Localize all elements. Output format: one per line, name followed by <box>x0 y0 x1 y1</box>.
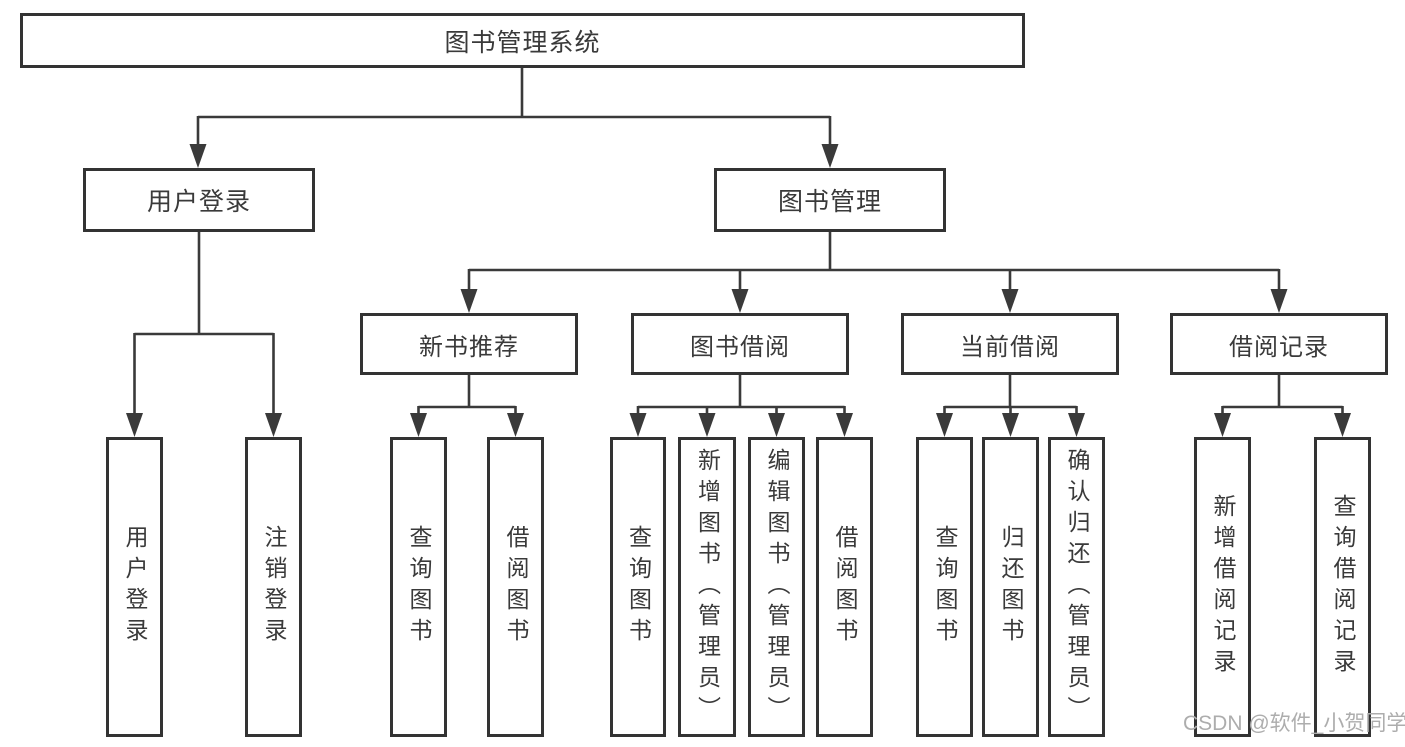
leaf-logout: 注销登录 <box>245 437 302 737</box>
leaf-add-book-admin-label: 新增图书（管理员） <box>694 447 721 727</box>
leaf-query-books-recommend-label: 查询图书 <box>406 525 432 649</box>
leaf-logout-label: 注销登录 <box>261 525 287 649</box>
leaf-confirm-return-admin: 确认归还（管理员） <box>1048 437 1105 737</box>
node-new-book-recommend: 新书推荐 <box>360 313 578 375</box>
node-root-label: 图书管理系统 <box>444 28 601 57</box>
node-book-borrow-label: 图书借阅 <box>690 333 790 361</box>
leaf-borrow-books-label: 借阅图书 <box>832 525 858 649</box>
leaf-query-borrow-record: 查询借阅记录 <box>1314 437 1371 737</box>
node-current-borrow: 当前借阅 <box>901 313 1119 375</box>
leaf-edit-book-admin-label: 编辑图书（管理员） <box>764 447 790 727</box>
leaf-query-books-recommend: 查询图书 <box>390 437 447 737</box>
node-book-management: 图书管理 <box>714 168 946 232</box>
node-book-borrow: 图书借阅 <box>631 313 849 375</box>
leaf-add-book-admin: 新增图书（管理员） <box>678 437 736 737</box>
leaf-query-books-borrow: 查询图书 <box>610 437 666 737</box>
leaf-query-books-current-label: 查询图书 <box>932 525 958 649</box>
leaf-query-borrow-record-label: 查询借阅记录 <box>1330 494 1356 680</box>
node-borrow-records: 借阅记录 <box>1170 313 1388 375</box>
leaf-borrow-books: 借阅图书 <box>816 437 873 737</box>
node-user-login-label: 用户登录 <box>146 188 251 216</box>
tree-edges <box>133 68 1344 417</box>
node-book-management-label: 图书管理 <box>777 188 882 216</box>
leaf-return-book-label: 归还图书 <box>998 525 1024 649</box>
node-root: 图书管理系统 <box>20 13 1025 68</box>
leaf-query-books-current: 查询图书 <box>916 437 973 737</box>
leaf-add-borrow-record-label: 新增借阅记录 <box>1210 494 1236 680</box>
node-user-login: 用户登录 <box>83 168 315 232</box>
leaf-query-books-borrow-label: 查询图书 <box>625 525 652 649</box>
leaf-return-book: 归还图书 <box>982 437 1039 737</box>
leaf-borrow-books-recommend: 借阅图书 <box>487 437 544 737</box>
leaf-confirm-return-admin-label: 确认归还（管理员） <box>1064 447 1090 727</box>
csdn-watermark: CSDN @软件_小贺同学 <box>1183 712 1405 735</box>
node-borrow-records-label: 借阅记录 <box>1229 333 1329 361</box>
node-new-book-recommend-label: 新书推荐 <box>419 333 519 361</box>
leaf-add-borrow-record: 新增借阅记录 <box>1194 437 1251 737</box>
leaf-user-login-label: 用户登录 <box>122 525 148 649</box>
node-current-borrow-label: 当前借阅 <box>960 333 1060 361</box>
leaf-user-login: 用户登录 <box>106 437 163 737</box>
leaf-edit-book-admin: 编辑图书（管理员） <box>748 437 805 737</box>
leaf-borrow-books-recommend-label: 借阅图书 <box>503 525 529 649</box>
arrowheads <box>126 144 1351 437</box>
